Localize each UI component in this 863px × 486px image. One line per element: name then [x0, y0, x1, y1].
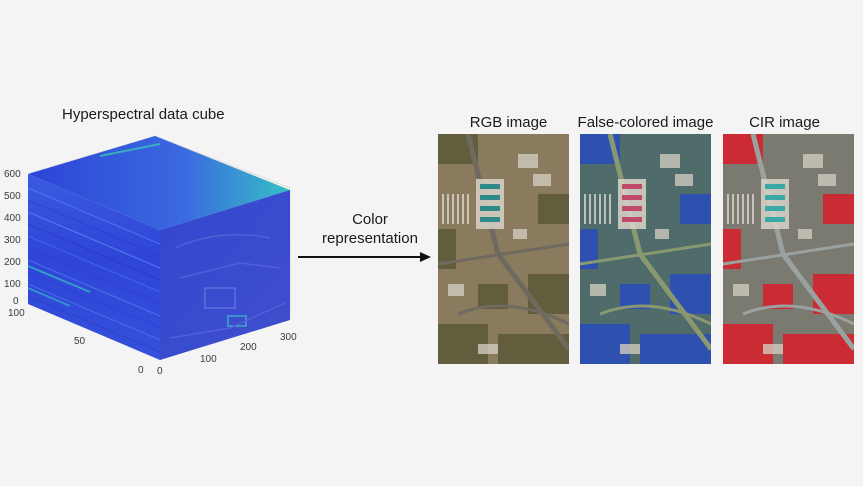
z-axis: 600 500 400 300 200 100 0 — [4, 169, 21, 307]
hyperspectral-cube-plot: 600 500 400 300 200 100 0 100 50 0 0 100… — [4, 135, 297, 377]
arrow-label-line1: Color — [352, 211, 388, 228]
arrow-label: Color representation — [300, 210, 440, 248]
cube-scene-traces — [169, 233, 286, 339]
cube-top-face — [28, 136, 290, 230]
false-colored-image — [580, 134, 711, 364]
z-tick: 0 — [13, 296, 19, 307]
x-tick: 0 — [157, 366, 163, 377]
cube-cyan-stripes — [27, 143, 161, 307]
rgb-image — [438, 134, 569, 364]
y-tick: 100 — [8, 308, 25, 319]
aerial-scene — [580, 134, 711, 364]
panel-title-false-colored: False-colored image — [577, 114, 714, 131]
panel-title-cir: CIR image — [749, 114, 820, 131]
aerial-scene — [438, 134, 569, 364]
z-tick: 100 — [4, 279, 21, 290]
z-tick: 600 — [4, 169, 21, 180]
z-tick: 500 — [4, 191, 21, 202]
y-tick: 0 — [138, 365, 144, 376]
cube-right-face — [160, 190, 290, 360]
panel-title-rgb: RGB image — [469, 114, 548, 131]
z-tick: 200 — [4, 257, 21, 268]
x-tick: 200 — [240, 342, 257, 353]
aerial-scene — [723, 134, 854, 364]
y-tick: 50 — [74, 336, 86, 347]
arrow-label-line2: representation — [322, 230, 418, 247]
x-tick: 100 — [200, 354, 217, 365]
cube-spectral-stripes — [27, 187, 161, 353]
x-tick: 300 — [280, 332, 297, 343]
conversion-arrow — [298, 252, 431, 262]
z-tick: 400 — [4, 213, 21, 224]
cube-title: Hyperspectral data cube — [62, 106, 225, 123]
cir-image — [723, 134, 854, 364]
x-axis: 0 100 200 300 — [157, 332, 297, 377]
y-axis: 100 50 0 — [8, 308, 144, 376]
z-tick: 300 — [4, 235, 21, 246]
